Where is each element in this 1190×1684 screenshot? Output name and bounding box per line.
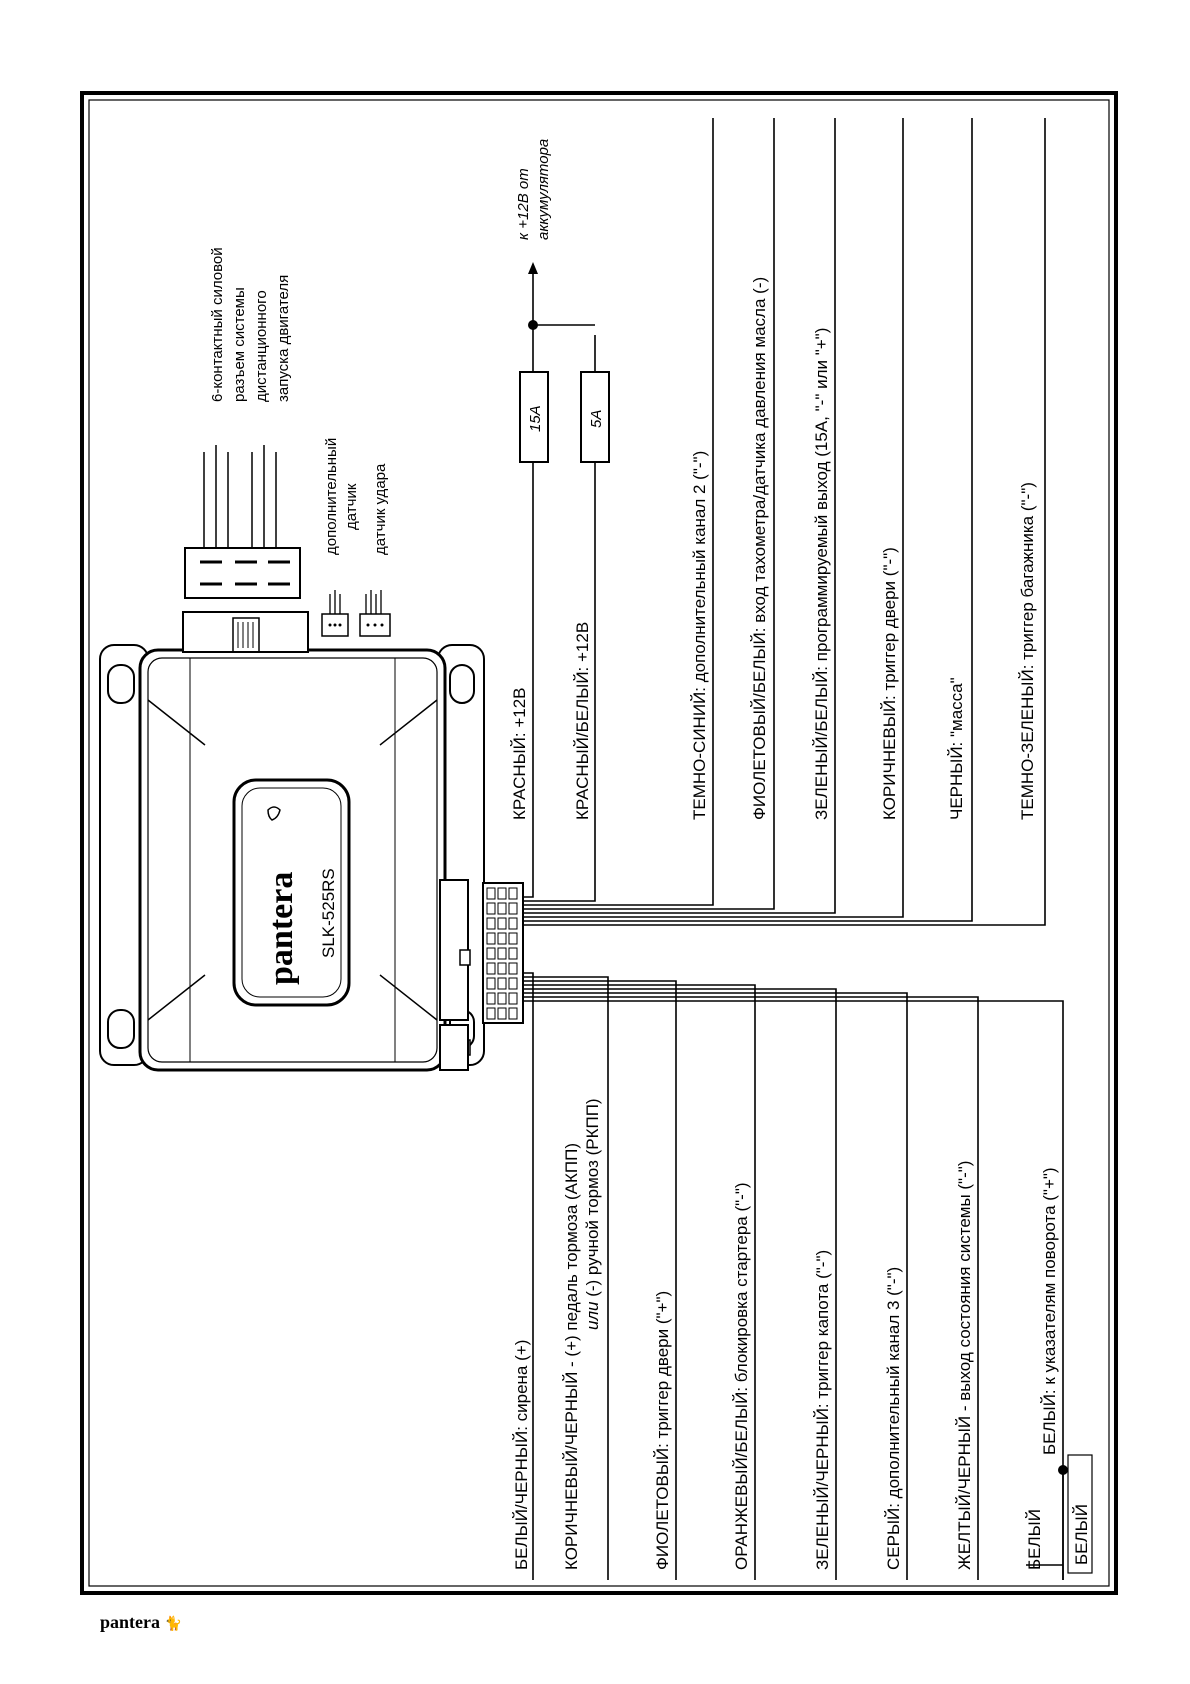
- connector-pin: [486, 962, 496, 975]
- battery-arrow-icon: [528, 262, 538, 274]
- fuse-5a-label: 5A: [588, 410, 605, 428]
- wire-label-black: ЧЕРНЫЙ: "масса": [947, 677, 966, 820]
- side-port: [459, 949, 471, 966]
- outer-frame: [80, 91, 1118, 1595]
- module-housing-inner: [147, 657, 438, 1063]
- footer-brand: pantera 🐈: [100, 1612, 182, 1633]
- connector-pin: [508, 947, 518, 960]
- connector-pin: [508, 932, 518, 945]
- connector-pin: [497, 962, 507, 975]
- junction-dot: [528, 320, 538, 330]
- wire-label-orange-white: ОРАНЖЕВЫЙ/БЕЛЫЙ: блокировка стартера ("-…: [732, 1182, 751, 1570]
- wire-label-dark-blue: ТЕМНО-СИНИЙ: дополнительный канал 2 ("-"…: [690, 451, 709, 820]
- connector-pin: [508, 917, 518, 930]
- connector-pin: [497, 1007, 507, 1020]
- footer-brand-text: pantera: [100, 1612, 160, 1632]
- left-wires: [523, 972, 1064, 1580]
- wire-label-dark-green: ТЕМНО-ЗЕЛЕНЫЙ: триггер багажника ("-"): [1018, 482, 1037, 820]
- wire-label-brake-alt: или (-) ручной тормоз (РКПП): [583, 1098, 602, 1330]
- svg-text:аккумулятора: аккумулятора: [535, 139, 552, 240]
- control-module: pantera SLK-525RS: [99, 611, 485, 1072]
- mount-hole: [449, 664, 475, 704]
- connector-pin: [497, 977, 507, 990]
- connector-pin: [486, 902, 496, 915]
- wire-label-brown-black: КОРИЧНЕВЫЙ/ЧЕРНЫЙ - (+) педаль тормоза (…: [562, 1143, 581, 1570]
- svg-text:разъем системы: разъем системы: [231, 287, 248, 402]
- wire-label-yellow-black: ЖЕЛТЫЙ/ЧЕРНЫЙ - выход состояния системы …: [955, 1161, 974, 1570]
- label-plate: [232, 778, 351, 1007]
- connector-pin: [508, 1007, 518, 1020]
- connector-pin: [486, 947, 496, 960]
- fuse-15a-label: 15A: [527, 405, 544, 432]
- housing-ridges: [189, 658, 396, 1062]
- connector-pin: [497, 992, 507, 1005]
- connector-pin: [497, 917, 507, 930]
- wire-label-violet-white: ФИОЛЕТОВЫЙ/БЕЛЫЙ: вход тахометра/датчика…: [750, 277, 769, 820]
- aux-sensor-plug: [321, 590, 349, 637]
- connector-latch: [232, 617, 260, 653]
- cat-logo-icon: 🐈: [164, 1617, 182, 1632]
- connector-pin: [497, 902, 507, 915]
- wire-label-red-white: КРАСНЫЙ/БЕЛЫЙ: +12В: [573, 622, 592, 820]
- svg-text:датчик: датчик: [343, 483, 360, 530]
- connector-pin: [508, 887, 518, 900]
- wire-label-white-black: БЕЛЫЙ/ЧЕРНЫЙ: сирена (+): [512, 1340, 531, 1570]
- connector-pin: [508, 992, 518, 1005]
- wire-label-red: КРАСНЫЙ: +12В: [510, 687, 529, 820]
- main-connector: [482, 882, 524, 1024]
- side-port-block-2: [439, 1024, 469, 1071]
- connector-pin: [486, 977, 496, 990]
- right-wires: [523, 118, 1046, 926]
- white-wire-junction-dot: [1058, 1465, 1068, 1475]
- white-label-outer: БЕЛЫЙ: [1025, 1509, 1044, 1570]
- connector-pin: [486, 932, 496, 945]
- fuse-5a: [580, 371, 610, 463]
- connector-pin: [508, 902, 518, 915]
- model-name: SLK-525RS: [319, 868, 338, 958]
- wire-label-gray: СЕРЫЙ: дополнительный канал 3 ("-"): [884, 1267, 903, 1570]
- connector-pin: [486, 992, 496, 1005]
- cat-logo-icon: [267, 806, 281, 821]
- fuse-15a: [519, 371, 549, 463]
- white-label-box: [1067, 1454, 1093, 1574]
- white-label-inner: БЕЛЫЙ: [1072, 1504, 1091, 1565]
- aux-sensor-label: дополнительный датчик: [323, 438, 360, 555]
- svg-text:дополнительный: дополнительный: [323, 438, 340, 555]
- mount-hole: [107, 664, 135, 704]
- connector-pin: [508, 962, 518, 975]
- connector-pin: [497, 947, 507, 960]
- brand-logo: pantera: [263, 872, 300, 985]
- connector-pin: [497, 932, 507, 945]
- connector-pin: [486, 887, 496, 900]
- label-plate-inner: [241, 787, 342, 998]
- connector-pin: [486, 917, 496, 930]
- svg-text:к +12В от: к +12В от: [515, 168, 532, 240]
- svg-text:6-контактный силовой: 6-контактный силовой: [209, 247, 226, 402]
- housing-bevels: [147, 699, 438, 1021]
- wire-label-green-black: ЗЕЛЕНЫЙ/ЧЕРНЫЙ: триггер капота ("-"): [813, 1250, 832, 1570]
- wire-label-white: БЕЛЫЙ: к указателям поворота ("+"): [1040, 1167, 1059, 1455]
- svg-text:запуска двигателя: запуска двигателя: [275, 275, 292, 402]
- shock-sensor-label: датчик удара: [372, 463, 389, 555]
- inner-frame: [88, 99, 1110, 1587]
- mount-hole: [107, 1009, 135, 1049]
- connector-pin: [486, 1007, 496, 1020]
- power-connector-label: 6-контактный силовой разъем системы дист…: [209, 247, 292, 402]
- shock-sensor-plug: [359, 590, 391, 637]
- connector-pin: [508, 977, 518, 990]
- svg-text:дистанционного: дистанционного: [253, 290, 270, 402]
- wire-label-brown: КОРИЧНЕВЫЙ: триггер двери ("-"): [880, 547, 899, 820]
- wire-label-violet: ФИОЛЕТОВЫЙ: триггер двери ("+"): [653, 1291, 672, 1570]
- power-connector-plug: [184, 445, 301, 599]
- connector-pin: [497, 887, 507, 900]
- connector-latch-ribs: [237, 622, 254, 648]
- battery-label: к +12В от аккумулятора: [515, 139, 552, 240]
- wire-label-green-white: ЗЕЛЕНЫЙ/БЕЛЫЙ: программируемый выход (15…: [812, 328, 831, 820]
